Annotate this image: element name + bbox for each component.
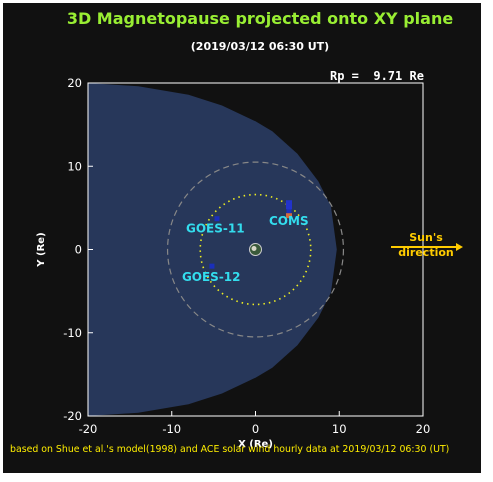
geosynchronous-orbit <box>199 193 312 306</box>
satellite-marker <box>214 216 220 222</box>
chart-title: 3D Magnetopause projected onto XY plane <box>66 9 454 28</box>
satellite-label: GOES-12 <box>182 270 241 284</box>
satellite-marker <box>286 208 292 214</box>
x-tick-label: -10 <box>162 422 181 436</box>
satellite-marker <box>209 263 215 269</box>
x-tick-label: 10 <box>332 422 347 436</box>
y-tick-label: 20 <box>67 76 82 90</box>
sun-direction-label: Sun's direction <box>391 230 461 260</box>
satellite-label: COMS <box>269 214 309 228</box>
magnetopause-region <box>88 83 337 416</box>
sun-direction-line1: Sun's <box>409 231 443 244</box>
satellite-label: GOES-11 <box>186 222 245 236</box>
x-tick-label: -20 <box>79 422 98 436</box>
x-tick-label: 20 <box>416 422 431 436</box>
earth-highlight <box>251 246 257 251</box>
sun-direction-line2: direction <box>398 246 454 259</box>
y-axis-title: Y (Re) <box>36 232 47 267</box>
y-tick-label: -20 <box>63 409 82 423</box>
coms-position-marker <box>286 213 292 219</box>
reference-dashed-circle <box>166 161 345 338</box>
y-tick-label: -10 <box>63 326 82 340</box>
chart-subtitle: (2019/03/12 06:30 UT) <box>190 40 330 53</box>
x-tick-label: 0 <box>252 422 259 436</box>
standoff-distance-readout: Rp = 9.71 Re <box>330 69 424 83</box>
y-tick-label: 0 <box>75 243 82 257</box>
data-source-footnote: based on Shue et al.'s model(1998) and A… <box>10 444 450 455</box>
y-tick-label: 10 <box>67 159 82 173</box>
coms-track <box>286 200 292 210</box>
x-axis-title: X (Re) <box>238 439 273 450</box>
sun-direction-arrowhead <box>456 243 463 251</box>
